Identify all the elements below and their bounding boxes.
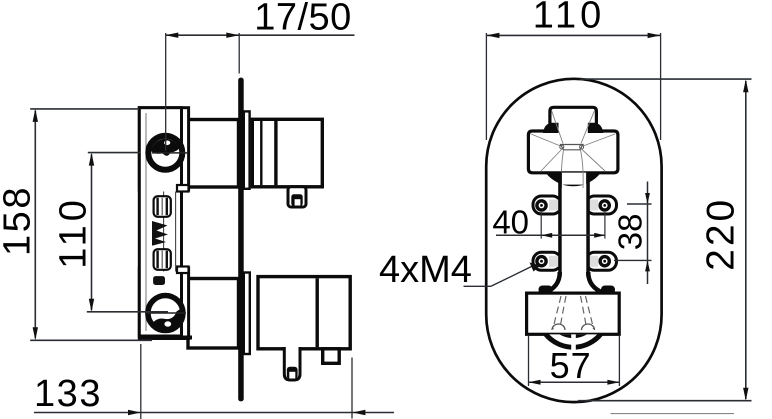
svg-text:110: 110: [53, 196, 95, 269]
svg-text:4xM4: 4xM4: [379, 249, 472, 291]
svg-text:57: 57: [550, 345, 592, 386]
svg-text:40: 40: [492, 204, 529, 241]
svg-text:133: 133: [34, 373, 102, 415]
svg-text:17/50: 17/50: [254, 0, 352, 39]
svg-text:110: 110: [533, 0, 606, 37]
svg-text:38: 38: [612, 214, 649, 251]
svg-text:220: 220: [700, 197, 743, 271]
svg-text:158: 158: [0, 185, 39, 256]
